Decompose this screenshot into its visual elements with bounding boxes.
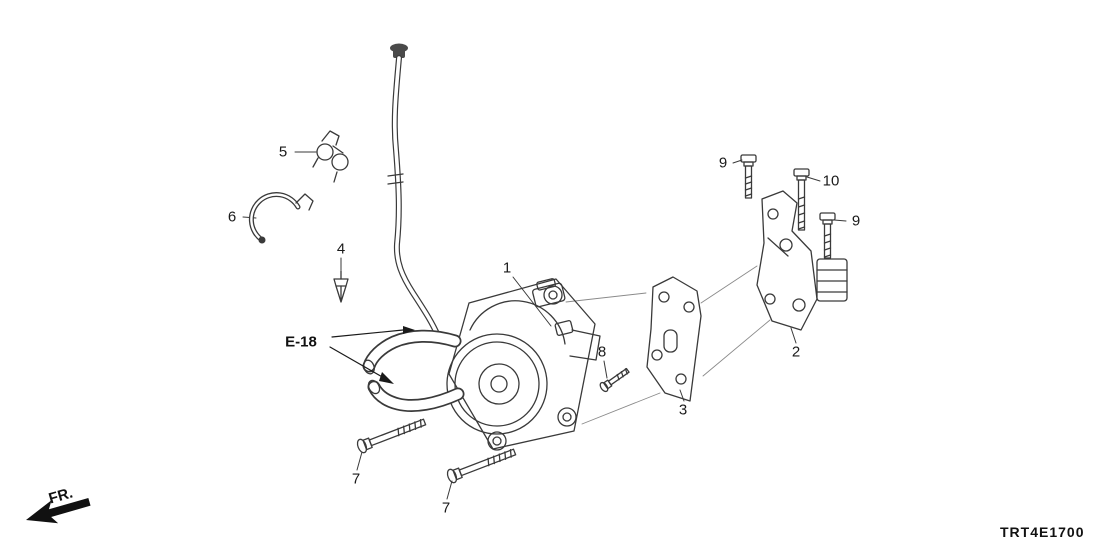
callout-5: 5 — [278, 143, 288, 161]
pump-bracket-2 — [756, 190, 848, 331]
bolt-7b — [446, 448, 517, 484]
leader-lines — [242, 151, 847, 500]
callout-10: 10 — [822, 172, 840, 190]
e18-arrows — [329, 326, 415, 384]
fr-direction-arrow-icon — [26, 497, 91, 524]
bolt-8 — [599, 367, 630, 393]
callout-9b: 9 — [851, 212, 861, 230]
bolt-9b — [819, 212, 836, 259]
callout-1: 1 — [502, 259, 512, 277]
pump-connector — [532, 278, 566, 308]
callout-9a: 9 — [718, 154, 728, 172]
mounting-plate-3 — [646, 276, 702, 402]
callout-4: 4 — [336, 240, 346, 258]
projection-lines — [565, 265, 771, 425]
callout-2: 2 — [791, 343, 801, 361]
fr-direction-label: FR. — [47, 484, 75, 507]
fr-arrow-group: FR. — [26, 484, 91, 524]
callout-7b: 7 — [441, 499, 451, 517]
e18-reference-label: E-18 — [285, 333, 317, 351]
hose-clamp-6 — [248, 192, 314, 244]
coolant-tube — [387, 43, 441, 339]
tube-clip-5 — [312, 130, 349, 183]
callout-8: 8 — [597, 343, 607, 361]
water-pump-assembly — [362, 278, 601, 451]
bolt-7a — [356, 418, 427, 454]
callout-3: 3 — [678, 401, 688, 419]
bolt-9a — [740, 154, 757, 199]
push-clip-4 — [333, 270, 349, 303]
callout-6: 6 — [227, 208, 237, 226]
bolt-10 — [793, 168, 810, 231]
diagram-code: TRT4E1700 — [1000, 524, 1085, 540]
callout-7a: 7 — [351, 470, 361, 488]
